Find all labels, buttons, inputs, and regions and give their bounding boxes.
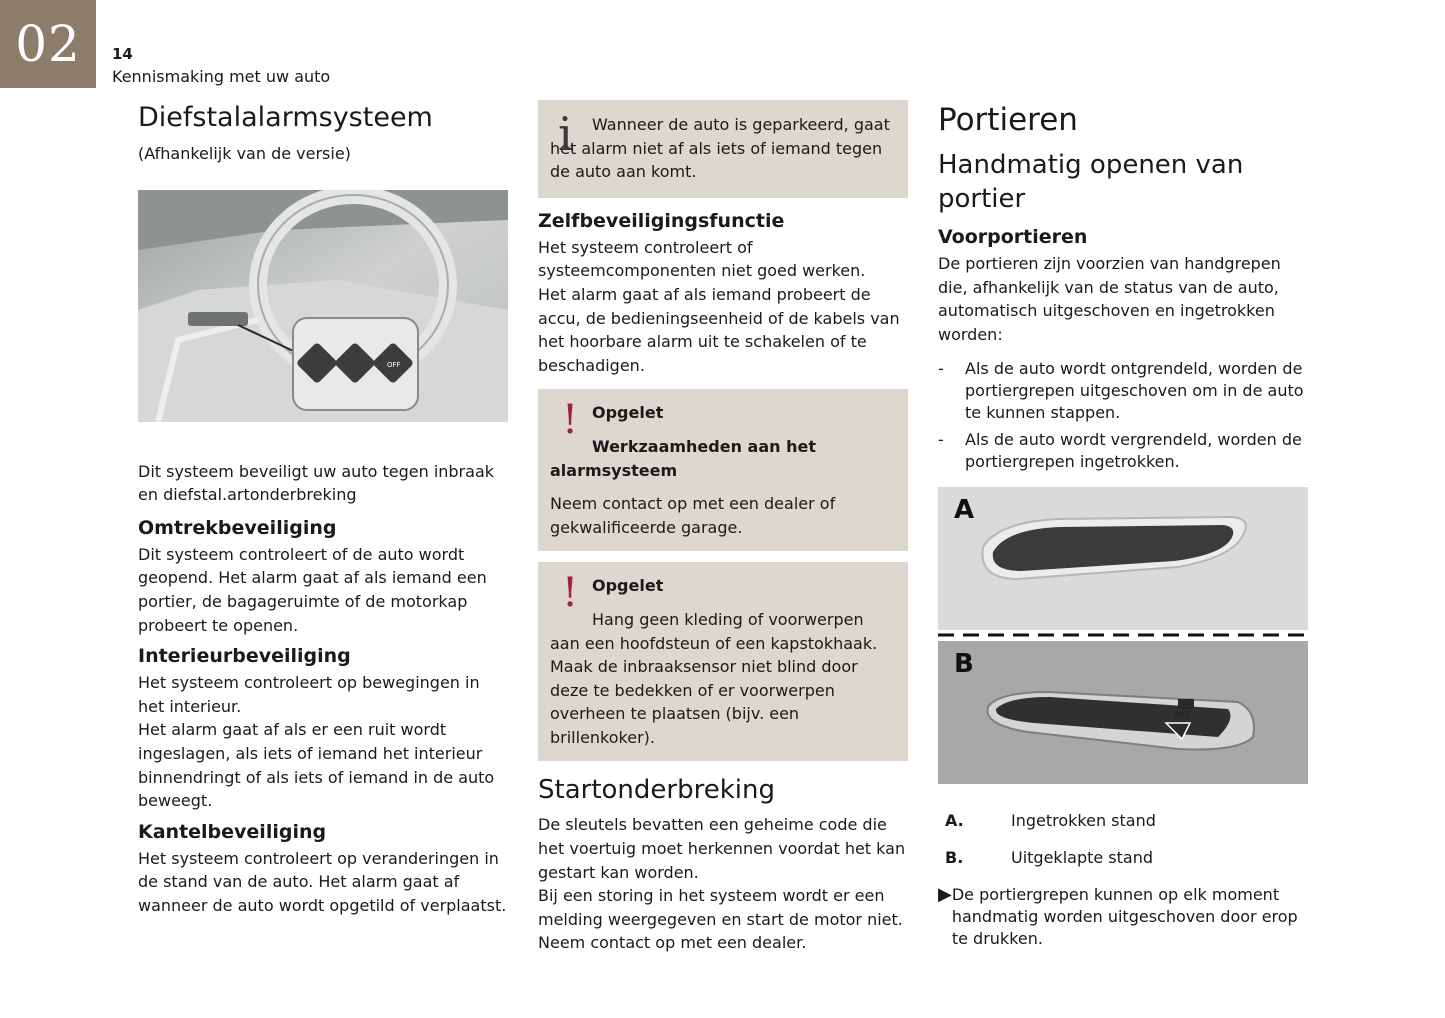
arrow-right-icon: ▶ [938,884,952,906]
text-self-protection: Het systeem controleert of systeemcompon… [538,237,900,375]
alarm-intro: Dit systeem beveiligt uw auto tegen inbr… [138,461,495,505]
heading-self-protection: Zelfbeveiligingsfunctie [538,209,785,232]
list-item: Als de auto wordt ontgrendeld, worden de… [938,358,1310,424]
text-front-doors: De portieren zijn voorzien van handgrepe… [938,254,1281,344]
figure-legend: A. Ingetrokken stand B. Uitgeklapte stan… [938,810,1310,869]
door-handle-list: Als de auto wordt ontgrendeld, worden de… [938,358,1310,473]
warning-note-alarm-work: ! Opgelet Werkzaamheden aan het alarmsys… [538,389,908,552]
column-alarm-system: Diefstalalarmsysteem (Afhankelijk van de… [138,100,510,918]
heading-front-doors: Voorportieren [938,226,1088,248]
dashboard-illustration [138,189,508,422]
alarm-button-1 [297,343,337,383]
warning-note-sensor: ! Opgelet Hang geen kleding of voorwerpe… [538,562,908,762]
legend-row: B. Uitgeklapte stand [938,847,1310,869]
warning-label: Opgelet [592,576,664,596]
legend-text: Ingetrokken stand [1011,811,1156,831]
figure-label-b: B [954,649,974,680]
info-note: i Wanneer de auto is geparkeerd, gaat he… [538,100,908,198]
heading-tilt: Kantelbeveiliging [138,820,327,843]
alarm-off-label: OFF [387,360,401,369]
column-doors: Portieren Handmatig openen van portier V… [938,100,1310,950]
chapter-number-tab: 02 [0,0,96,88]
column-self-protection: i Wanneer de auto is geparkeerd, gaat he… [538,100,908,955]
text-perimeter: Dit systeem controleert of de auto wordt… [138,544,487,635]
info-icon: i [558,107,573,161]
tip-note: ▶ De portiergrepen kunnen op elk moment … [938,884,1310,950]
chapter-title: Kennismaking met uw auto [112,67,331,86]
warning-icon: ! [562,570,579,617]
section-title-alarm: Diefstalalarmsysteem [138,102,433,133]
heading-perimeter: Omtrekbeveiliging [138,516,337,539]
tip-text: De portiergrepen kunnen op elk moment ha… [951,885,1298,949]
info-note-text: Wanneer de auto is geparkeerd, gaat het … [550,115,890,182]
door-handle-figure: A B [938,487,1308,785]
list-item: Als de auto wordt vergrendeld, worden de… [938,429,1310,473]
legend-key: B. [945,848,964,868]
legend-key: A. [945,811,964,831]
push-arrow-icon [1164,699,1194,741]
warning-text: Neem contact op met een dealer of gekwal… [550,494,836,537]
alarm-off-button [373,343,413,383]
warning-title: Werkzaamheden aan het alarmsysteem [550,436,816,480]
warning-label: Opgelet [592,403,664,423]
text-tilt: Het systeem controleert op veranderingen… [138,848,507,915]
alarm-buttons-photo: OFF [138,189,508,422]
figure-label-a: A [954,495,975,526]
text-immobilizer: De sleutels bevatten een geheime code di… [538,815,906,953]
version-note: (Afhankelijk van de versie) [138,144,351,163]
door-handle-illustration [938,487,1308,785]
heading-interior: Interieurbeveiliging [138,645,351,668]
legend-text: Uitgeklapte stand [1011,848,1154,868]
section-title-immobilizer: Startonderbreking [538,775,775,806]
legend-row: A. Ingetrokken stand [938,810,1310,832]
text-interior: Het systeem controleert op bewegingen in… [138,673,495,811]
alarm-button-2 [335,343,375,383]
warning-icon: ! [562,397,579,444]
subtitle-manual-open: Handmatig openen van portier [938,150,1244,214]
warning-text: Hang geen kleding of voorwerpen aan een … [550,609,878,747]
section-title-doors: Portieren [938,102,1078,138]
page-number: 14 [112,45,133,63]
